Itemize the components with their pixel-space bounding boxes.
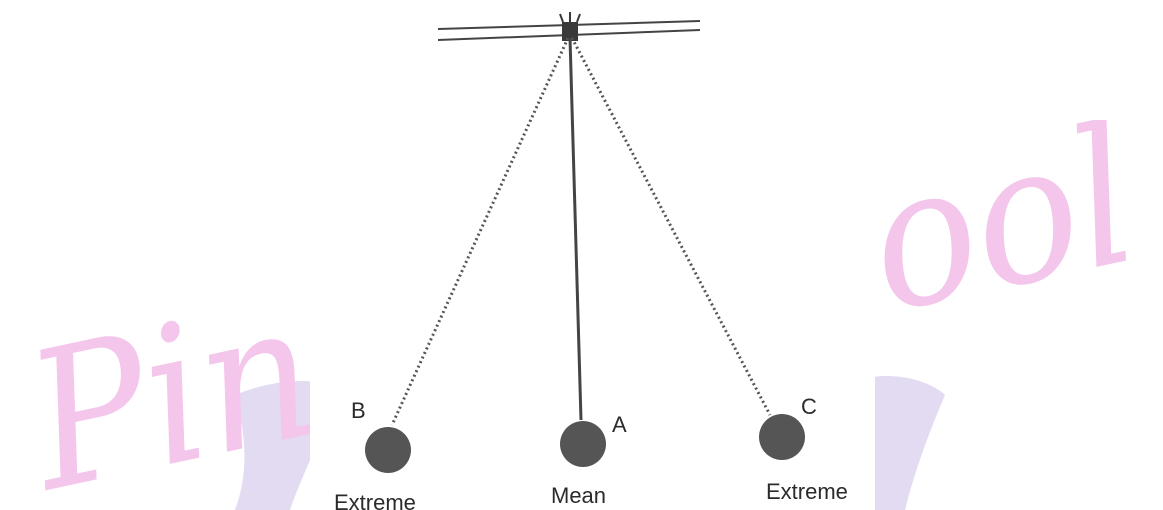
point-label-A: A <box>612 412 627 437</box>
string-A <box>568 37 583 421</box>
bob-A <box>560 421 606 467</box>
position-label-B: Extreme <box>334 490 416 510</box>
point-label-B: B <box>351 398 366 423</box>
string-C <box>570 37 772 416</box>
position-label-A: Mean <box>551 483 606 508</box>
string-B <box>390 37 570 426</box>
position-label-C: Extreme <box>766 479 848 504</box>
pivot-clamp <box>562 22 578 41</box>
bob-C <box>759 414 805 460</box>
watermark-top-mask <box>0 0 1163 120</box>
bob-B <box>365 427 411 473</box>
point-label-C: C <box>801 394 817 419</box>
support-bar <box>437 12 701 41</box>
